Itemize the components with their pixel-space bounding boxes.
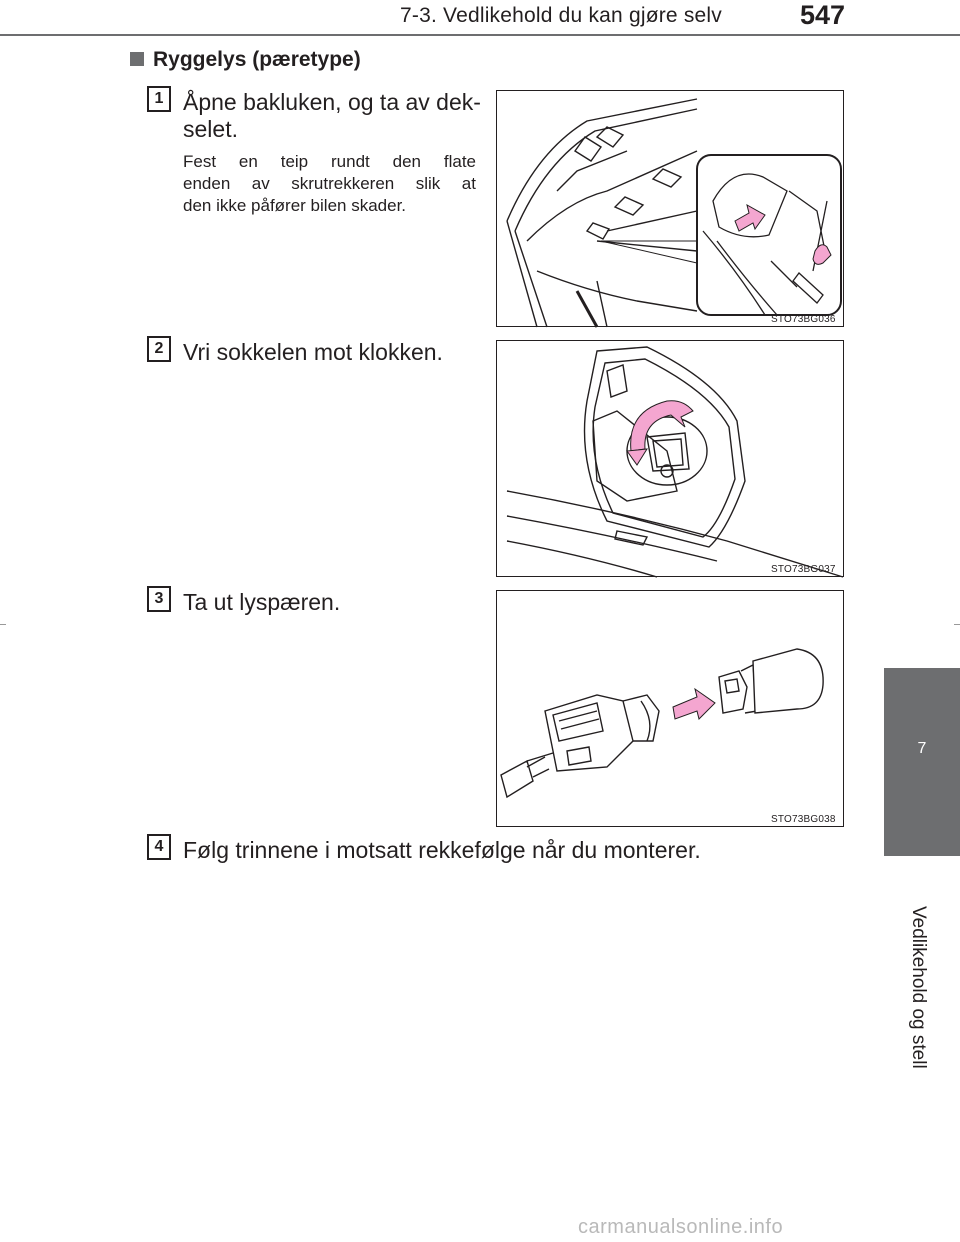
watermark: carmanualsonline.info xyxy=(578,1216,784,1238)
section-heading-text: Ryggelys (pæretype) xyxy=(153,48,361,71)
chapter-tab-label: Vedlikehold og stell xyxy=(908,906,929,1069)
step-3-badge: 3 xyxy=(147,586,171,612)
chapter-tab xyxy=(884,668,960,856)
figure-trunk-cover-removal: STO73BG036 xyxy=(496,90,844,328)
chapter-section-title: 7-3. Vedlikehold du kan gjøre selv xyxy=(400,4,722,27)
step-1-note-line3: den ikke påfører bilen skader. xyxy=(183,196,407,215)
figure-socket-rotation: STO73BG037 xyxy=(496,340,844,578)
crop-mark-right xyxy=(954,624,960,625)
figure-3-code: STO73BG038 xyxy=(771,814,836,825)
crop-mark-left xyxy=(0,624,6,625)
figure-1-code: STO73BG036 xyxy=(771,314,836,325)
chapter-tab-number: 7 xyxy=(917,740,927,757)
page-number: 547 xyxy=(800,0,846,30)
step-1-note-line1: Fest en teip rundt den flate xyxy=(183,152,476,171)
step-3-text: Ta ut lyspæren. xyxy=(183,589,341,615)
figure-2-code: STO73BG037 xyxy=(771,564,836,575)
step-2-text: Vri sokkelen mot klokken. xyxy=(183,339,443,365)
step-4-badge: 4 xyxy=(147,834,171,860)
socket-rotation-illustration xyxy=(506,346,844,578)
step-1-text-line2: selet. xyxy=(183,116,238,142)
step-1-note-line2: enden av skrutrekkeren slik at xyxy=(183,174,476,193)
step-1-note: Fest en teip rundt den flate enden av sk… xyxy=(183,151,476,217)
step-2-badge: 2 xyxy=(147,336,171,362)
square-bullet-icon xyxy=(130,52,144,66)
header-rule xyxy=(0,34,960,36)
trunk-lid-illustration xyxy=(506,98,842,328)
step-4-text: Følg trinnene i motsatt rekkefølge når d… xyxy=(183,837,701,863)
step-1-badge: 1 xyxy=(147,86,171,112)
bulb-removal-illustration xyxy=(500,648,824,799)
step-1-text-line1: Åpne bakluken, og ta av dek- xyxy=(183,89,481,115)
section-heading: Ryggelys (pæretype) xyxy=(130,48,361,72)
figure-bulb-removal: STO73BG038 xyxy=(496,590,844,827)
